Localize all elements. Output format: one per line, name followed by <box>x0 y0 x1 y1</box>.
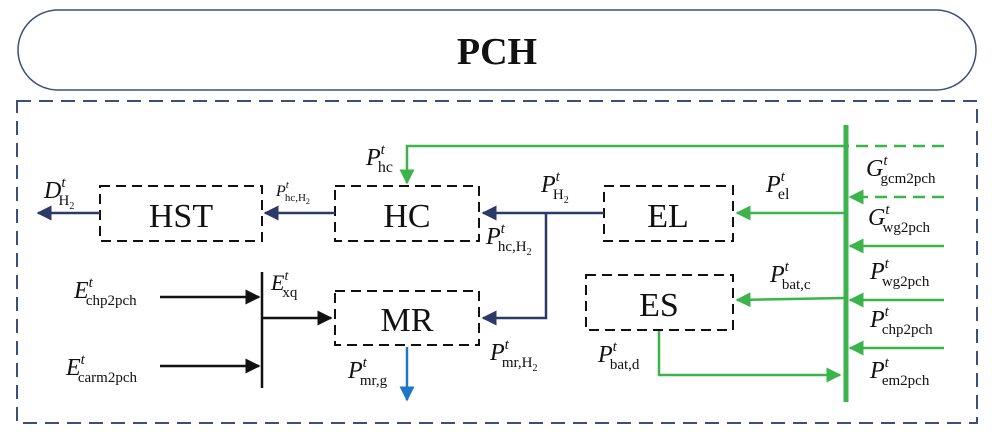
system-frame <box>16 100 978 424</box>
block-es-label: ES <box>639 287 679 324</box>
title-text: PCH <box>457 31 537 73</box>
block-el: EL <box>603 185 734 242</box>
title-banner <box>17 9 977 91</box>
block-es: ES <box>585 274 734 331</box>
flow-p-hc <box>399 144 845 185</box>
flow-p-bat-d <box>657 331 842 383</box>
block-el-label: EL <box>647 198 689 235</box>
block-mr: MR <box>334 290 480 346</box>
block-mr-label: MR <box>381 302 434 339</box>
flow-p-bat-c <box>735 292 846 308</box>
block-hc: HC <box>334 185 480 242</box>
block-hst: HST <box>99 185 263 242</box>
flow-p-mr-h2 <box>481 213 548 326</box>
block-hst-label: HST <box>149 198 213 235</box>
block-hc-label: HC <box>383 198 430 235</box>
